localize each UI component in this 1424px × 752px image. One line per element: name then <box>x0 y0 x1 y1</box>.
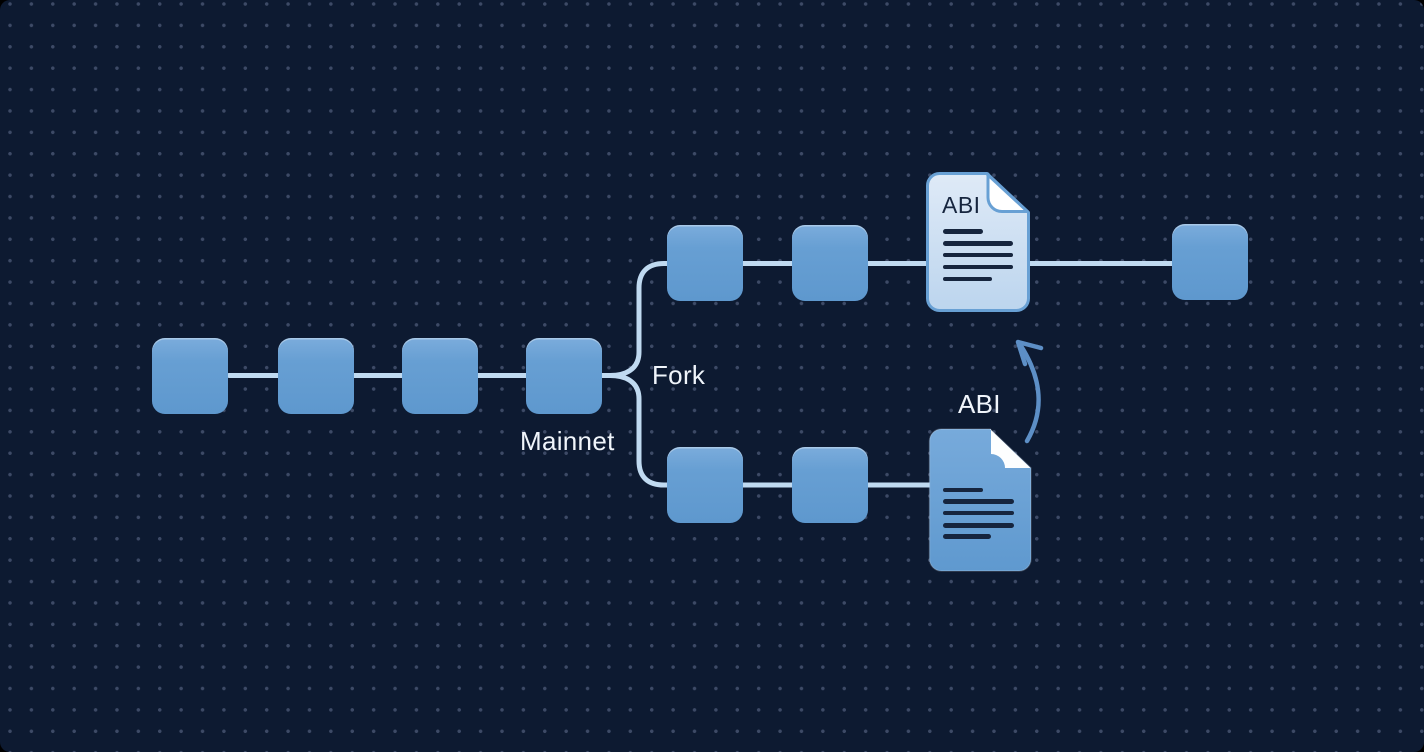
fork-branch-top <box>598 261 671 378</box>
arrow-curve <box>1018 343 1041 444</box>
top-branch-block-3 <box>1172 224 1248 300</box>
doc-text-line <box>943 264 1013 269</box>
mainnet-block-1 <box>152 338 228 414</box>
mainnet-block-4 <box>526 338 602 414</box>
abi-document-top: ABI <box>926 172 1030 312</box>
doc-text-line <box>942 510 1014 516</box>
abi-document-top-label: ABI <box>942 192 981 218</box>
arrow-head <box>1015 339 1044 367</box>
doc-text-line <box>942 534 991 539</box>
fork-label: Fork <box>652 360 706 390</box>
doc-text-line <box>943 241 1013 246</box>
top-branch-block-2 <box>792 225 868 301</box>
mainnet-block-2 <box>278 338 354 414</box>
mainnet-block-3 <box>402 338 478 414</box>
curved-up-arrow-icon <box>1015 339 1044 444</box>
doc-text-line <box>942 487 983 492</box>
doc-text-line <box>942 499 1014 504</box>
bottom-branch-block-2 <box>792 447 868 523</box>
doc-text-line <box>943 229 983 234</box>
doc-text-line <box>943 252 1013 257</box>
mainnet-label: Mainnet <box>520 426 615 456</box>
top-branch-block-1 <box>667 225 743 301</box>
bottom-branch-block-1 <box>667 447 743 523</box>
doc-text-line <box>943 276 992 281</box>
fork-branch-bottom <box>598 373 671 488</box>
doc-text-line <box>942 523 1014 528</box>
abi-bottom-label: ABI <box>958 389 1001 419</box>
abi-document-bottom <box>928 428 1032 572</box>
